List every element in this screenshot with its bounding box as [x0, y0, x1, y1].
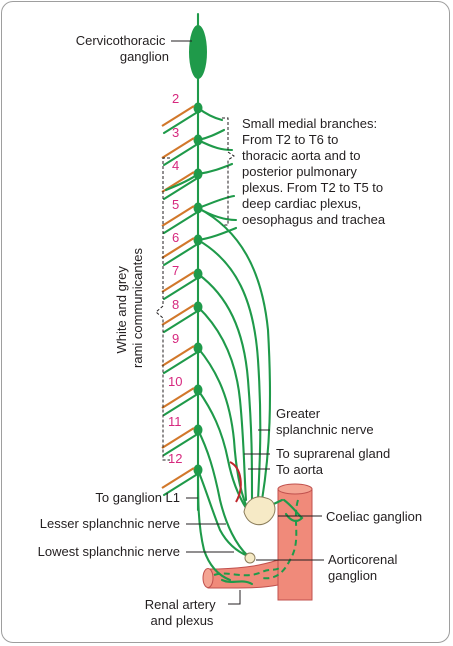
- segment-number: 5: [172, 197, 179, 212]
- medial-branches-label: Small medial branches: From T2 to T6 to …: [242, 116, 387, 227]
- medial-branches: [164, 106, 238, 242]
- rami-label: White and grey rami communicantes: [114, 248, 145, 368]
- grey-ramus: [161, 345, 195, 367]
- white-ramus: [162, 177, 198, 201]
- coeliac-ganglion-label: Coeliac ganglion: [326, 509, 422, 524]
- to-aorta-label: To aorta: [276, 462, 324, 477]
- grey-ramus: [161, 304, 195, 326]
- segment-number: 12: [168, 451, 182, 466]
- suprarenal-label: To suprarenal gland: [276, 446, 390, 461]
- segment-number: 3: [172, 125, 179, 140]
- grey-ramus: [161, 271, 195, 293]
- grey-ramus: [161, 467, 195, 489]
- greater-splanchnic-nerve: [196, 206, 272, 510]
- white-ramus: [162, 473, 198, 497]
- segment-number: 10: [168, 374, 182, 389]
- aorta-top: [277, 483, 313, 495]
- grey-ramus: [161, 237, 195, 259]
- segment-number: 2: [172, 91, 179, 106]
- white-ramus: [162, 393, 198, 417]
- medial-branches-bracket: [222, 117, 235, 226]
- white-ramus: [162, 211, 198, 235]
- segment-number: 7: [172, 263, 179, 278]
- leader-lines: [171, 40, 324, 605]
- white-ramus: [162, 351, 198, 375]
- lowest-splanchnic-label: Lowest splanchnic nerve: [38, 544, 180, 559]
- grey-ramus: [161, 137, 195, 159]
- renal-label: Renal artery and plexus: [145, 597, 219, 628]
- renal-artery-end: [202, 568, 214, 588]
- white-ramus: [162, 310, 198, 334]
- coeliac-ganglion: [243, 496, 276, 526]
- white-ramus: [162, 243, 198, 267]
- white-ramus: [162, 143, 198, 167]
- grey-ramus: [161, 387, 195, 409]
- grey-ramus: [161, 427, 195, 449]
- suprarenal-branch: [229, 461, 242, 503]
- lesser-splanchnic-label: Lesser splanchnic nerve: [40, 516, 180, 531]
- labels: Cervicothoracic ganglion Small medial br…: [38, 33, 422, 628]
- ganglion-l1-label: To ganglion L1: [95, 490, 180, 505]
- segment-number: 11: [168, 414, 182, 429]
- segment-number: 6: [172, 230, 179, 245]
- segment-numbers: 2 3 4 5 6 7 8 9 10 11 12: [168, 91, 182, 466]
- segment-number: 4: [172, 158, 179, 173]
- rami-bracket: [155, 157, 170, 461]
- greater-splanchnic-label: Greater splanchnic nerve: [276, 406, 374, 437]
- grey-ramus: [161, 105, 195, 127]
- lowest-splanchnic-nerve: [196, 468, 232, 582]
- rami-communicantes: [161, 105, 198, 497]
- white-ramus: [162, 433, 198, 457]
- cervicothoracic-label: Cervicothoracic ganglion: [76, 33, 169, 64]
- cervicothoracic-ganglion: [189, 25, 207, 79]
- aorticorenal-label: Aorticorenal ganglion: [328, 552, 401, 583]
- white-ramus: [162, 277, 198, 301]
- white-ramus: [162, 111, 198, 135]
- aorticorenal-ganglion: [244, 552, 256, 564]
- lesser-splanchnic-nerve: [196, 428, 250, 558]
- segment-number: 8: [172, 297, 179, 312]
- grey-ramus: [161, 205, 195, 227]
- segment-number: 9: [172, 331, 179, 346]
